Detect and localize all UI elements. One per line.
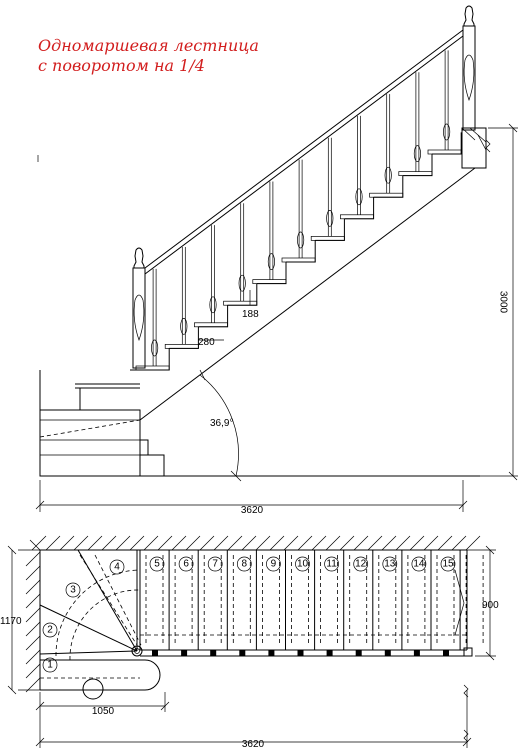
svg-text:10: 10 [297,559,309,570]
step-number-4: 4 [109,559,125,575]
step-number-6: 6 [178,556,194,572]
step-number-7: 7 [207,556,223,572]
elevation-length-label: 3620 [241,505,264,516]
svg-text:5: 5 [154,559,160,570]
svg-text:11: 11 [326,559,337,570]
step-number-5: 5 [149,556,165,572]
step-number-1: 1 [42,657,58,673]
winder-length-label: 1050 [92,706,115,717]
svg-text:6: 6 [183,559,189,570]
svg-text:15: 15 [442,559,454,570]
angle-label: 36,9° [210,418,233,429]
total-height-label: 3000 [498,291,509,314]
svg-text:4: 4 [114,562,120,573]
step-number-11: 11 [324,556,339,572]
plan-width-label: 1170 [0,616,22,627]
svg-text:3: 3 [70,585,76,596]
plan-length-label: 3620 [242,739,265,748]
elevation-view [35,5,518,512]
step-number-15: 15 [440,556,456,572]
plan-step-lines [139,550,484,650]
step-number-8: 8 [236,556,252,572]
step-number-12: 12 [353,556,369,572]
elevation-steps [135,50,462,371]
step-number-2: 2 [42,622,58,638]
drawing-title-line-2: с поворотом на 1/4 [38,56,205,75]
svg-text:12: 12 [355,559,367,570]
step-number-10: 10 [295,556,310,572]
step-number-3: 3 [65,582,81,598]
svg-text:9: 9 [271,559,277,570]
flight-width-label: 900 [482,600,499,611]
svg-text:8: 8 [242,559,248,570]
svg-text:13: 13 [384,559,396,570]
step-number-9: 9 [266,556,281,572]
riser-height-label: 188 [242,309,259,320]
svg-text:14: 14 [413,559,425,570]
tread-depth-label: 280 [198,337,215,348]
step-number-13: 13 [382,556,398,572]
step-number-14: 14 [411,556,427,572]
plan-view [7,535,496,748]
drawing-title-line-1: Одномаршевая лестница [38,36,259,55]
svg-text:1: 1 [47,660,53,671]
svg-text:2: 2 [47,625,53,636]
svg-text:7: 7 [212,559,218,570]
